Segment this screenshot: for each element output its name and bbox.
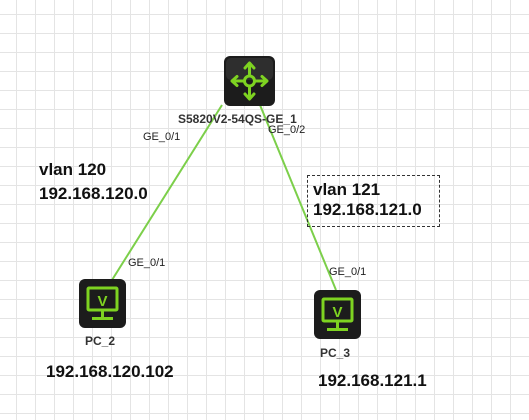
- vlan121-label: vlan 121: [313, 180, 381, 199]
- vlan121-network-label: 192.168.121.0: [313, 200, 422, 219]
- pc3-name-label: PC_3: [320, 346, 351, 360]
- vlan121-note[interactable]: vlan 121 192.168.121.0: [307, 175, 440, 227]
- monitor-icon: V: [86, 286, 119, 320]
- pc2-name-label: PC_2: [85, 334, 116, 348]
- link-switch-pc2[interactable]: [111, 104, 223, 281]
- link-switch-pc3[interactable]: [259, 104, 337, 291]
- switch-device[interactable]: [224, 56, 275, 106]
- pc2-device[interactable]: V: [79, 279, 126, 328]
- monitor-icon: V: [321, 297, 354, 331]
- switch-port-pc2-label: GE_0/1: [143, 131, 181, 143]
- svg-text:V: V: [332, 304, 342, 321]
- pc3-device[interactable]: V: [314, 290, 361, 339]
- pc2-port-label: GE_0/1: [128, 257, 166, 269]
- switch-name-label: S5820V2-54QS-GE_1: [178, 112, 297, 126]
- switch-port-pc3-label: GE_0/2: [268, 124, 306, 136]
- vlan120-label: vlan 120: [39, 160, 107, 179]
- vlan120-network-label: 192.168.120.0: [39, 184, 148, 203]
- router-switch-icon: [230, 61, 269, 101]
- pc2-ip-label: 192.168.120.102: [46, 362, 174, 381]
- svg-text:V: V: [97, 293, 107, 310]
- pc3-ip-label: 192.168.121.1: [318, 371, 427, 390]
- pc3-port-label: GE_0/1: [329, 266, 367, 278]
